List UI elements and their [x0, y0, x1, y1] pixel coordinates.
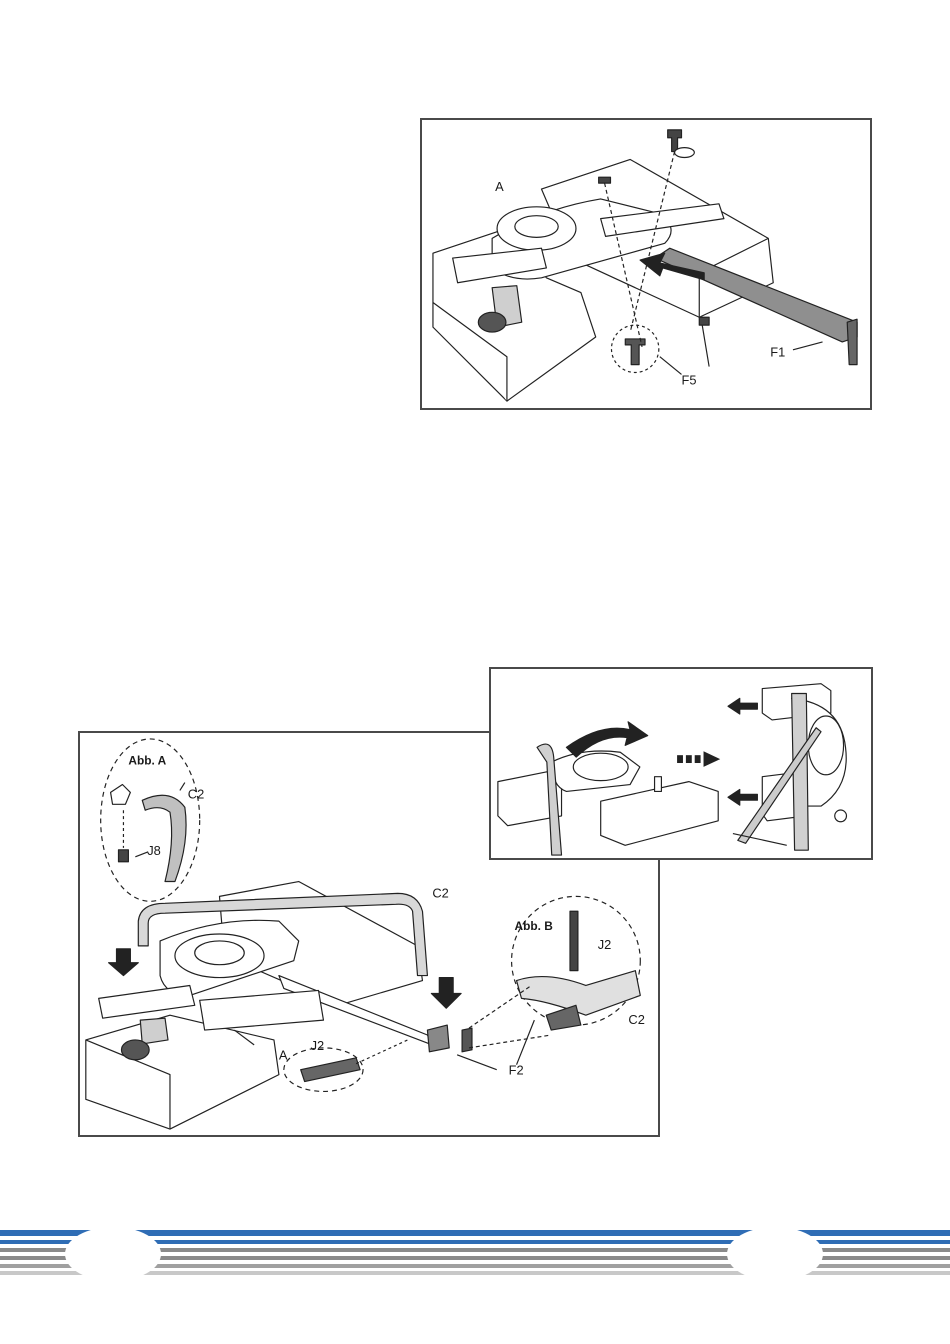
upright-storage-drawing: [491, 669, 871, 858]
footer-stripes: [0, 1226, 950, 1282]
down-arrow-left: [109, 949, 139, 976]
assembly-figure-upright: [489, 667, 873, 860]
label-c2-detail-b: C2: [628, 1012, 644, 1027]
label-abb-a: Abb. A: [128, 754, 166, 768]
stabilizer-assembly-drawing: A F5 F1: [422, 120, 870, 408]
label-f2: F2: [509, 1063, 524, 1078]
next-step-arrow: [677, 751, 720, 767]
label-j8: J8: [147, 843, 161, 858]
label-a: A: [495, 179, 504, 194]
label-a: A: [279, 1048, 288, 1063]
footer-decoration: [0, 1226, 950, 1282]
label-f1: F1: [770, 345, 785, 360]
assembly-figure-stabilizer: A F5 F1: [420, 118, 872, 410]
push-arrow-bottom: [728, 789, 757, 805]
down-arrow-right: [431, 978, 461, 1009]
page-number-oval-left: [65, 1227, 161, 1281]
push-arrow-top: [728, 698, 757, 714]
page-number-oval-right: [727, 1227, 823, 1281]
label-f5: F5: [682, 372, 697, 387]
label-c2-main: C2: [432, 885, 448, 900]
label-j2-main: J2: [311, 1038, 325, 1053]
bolt-j2: [301, 1058, 360, 1082]
support-box-front: [86, 1015, 279, 1129]
label-abb-b: Abb. B: [515, 919, 554, 933]
label-j2-detail: J2: [598, 937, 612, 952]
label-c2-detail: C2: [188, 786, 204, 801]
